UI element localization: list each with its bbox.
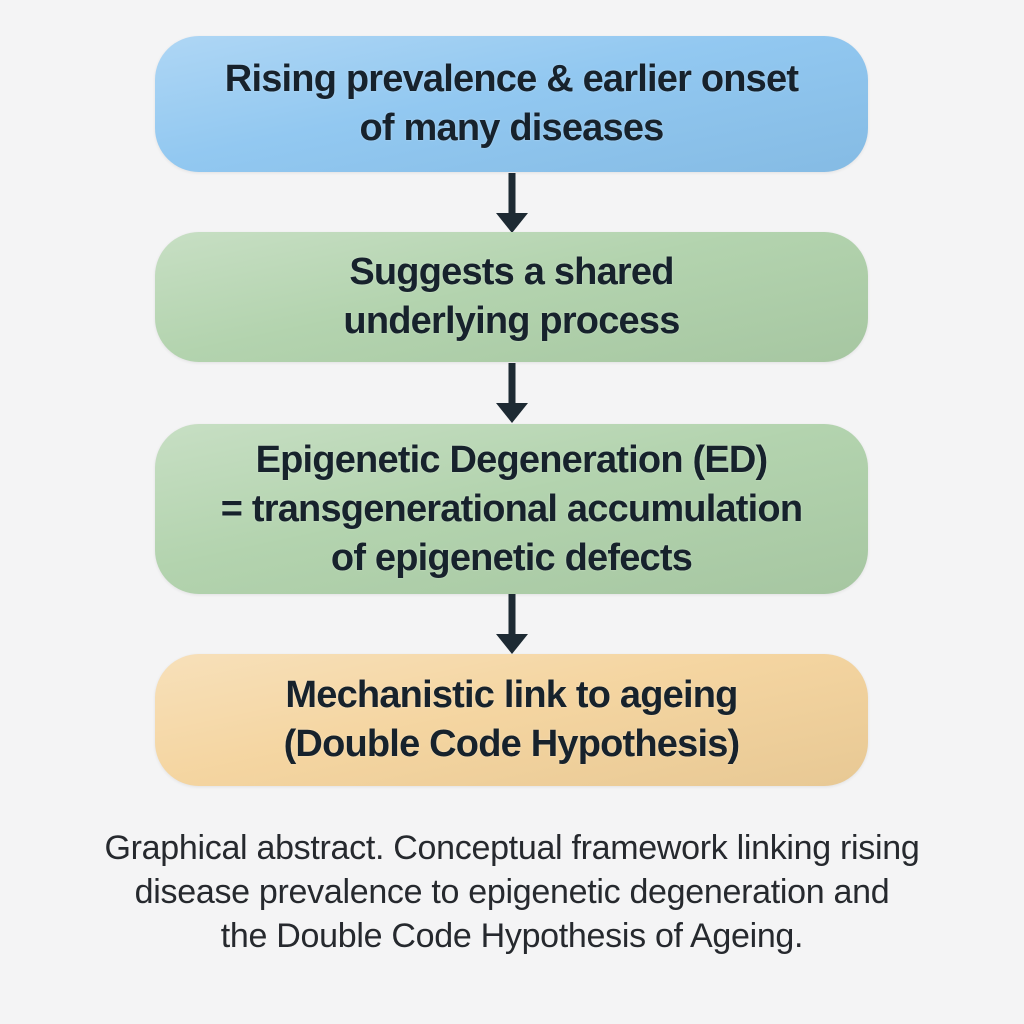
down-arrow-icon xyxy=(496,173,528,233)
down-arrow-icon xyxy=(496,594,528,654)
figure-caption: Graphical abstract. Conceptual framework… xyxy=(0,826,1024,958)
flow-box-rising-prevalence: Rising prevalence & earlier onset of man… xyxy=(155,36,868,172)
flow-box-text-line: Epigenetic Degeneration (ED) xyxy=(255,438,769,481)
flow-box-text-line: of many diseases xyxy=(359,107,664,149)
flow-box-text-line: Mechanistic link to ageing xyxy=(285,674,738,716)
flow-box-epigenetic-degeneration: Epigenetic Degeneration (ED) = transgene… xyxy=(155,424,868,594)
flow-box-text-line: Suggests a shared xyxy=(349,251,674,293)
flow-box-text-line: underlying process xyxy=(343,300,680,342)
flow-box-text-line: Rising prevalence & earlier onset xyxy=(224,58,799,100)
flow-box-shared-process: Suggests a shared underlying process xyxy=(155,232,868,362)
flow-box-mechanistic-link: Mechanistic link to ageing (Double Code … xyxy=(155,654,868,786)
down-arrow-icon xyxy=(496,363,528,423)
flow-box-text-line: of epigenetic defects xyxy=(330,536,693,579)
caption-line: the Double Code Hypothesis of Ageing. xyxy=(220,917,804,955)
caption-line: disease prevalence to epigenetic degener… xyxy=(134,873,890,911)
flow-box-text-line: (Double Code Hypothesis) xyxy=(283,723,741,765)
caption-line: Graphical abstract. Conceptual framework… xyxy=(104,829,920,867)
flow-box-text-line: = transgenerational accumulation xyxy=(220,487,803,530)
